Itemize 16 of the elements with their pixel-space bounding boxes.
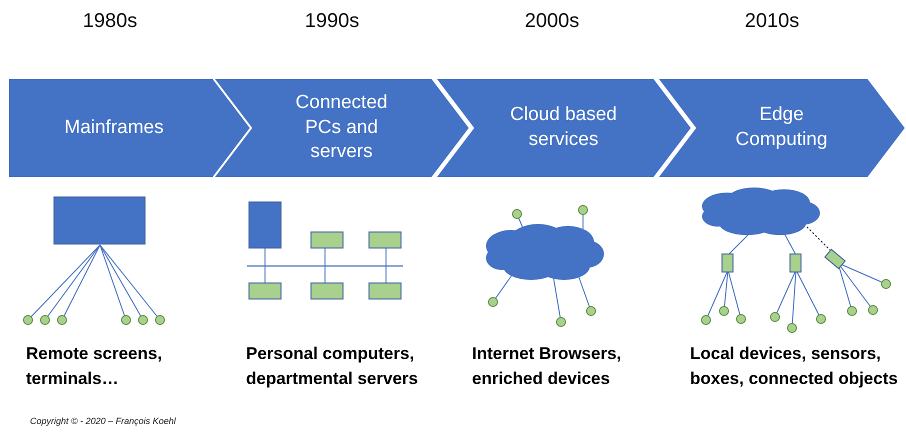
decade-label: 1980s xyxy=(82,10,138,33)
decade-label: 2000s xyxy=(524,10,580,33)
stage-title: Mainframes xyxy=(64,116,164,140)
timeline-stage xyxy=(213,78,470,178)
caption-text: Internet Browsers, enriched devices xyxy=(472,343,622,390)
caption-text: Remote screens, terminals… xyxy=(26,343,164,390)
caption-text: Local devices, sensors, boxes, connected objects xyxy=(690,343,899,390)
stage-title: Edge Computing xyxy=(734,103,828,152)
stage-title: Cloud based services xyxy=(509,103,618,152)
stage-title: Connected PCs and servers xyxy=(294,90,388,164)
timeline-stage xyxy=(435,78,692,178)
decade-label: 1990s xyxy=(304,10,360,33)
decade-label: 2010s xyxy=(744,10,800,33)
copyright-note: Copyright © - 2020 – François Koehl xyxy=(30,416,176,426)
timeline-stage xyxy=(657,78,906,178)
caption-text: Personal computers, departmental servers xyxy=(246,343,419,390)
